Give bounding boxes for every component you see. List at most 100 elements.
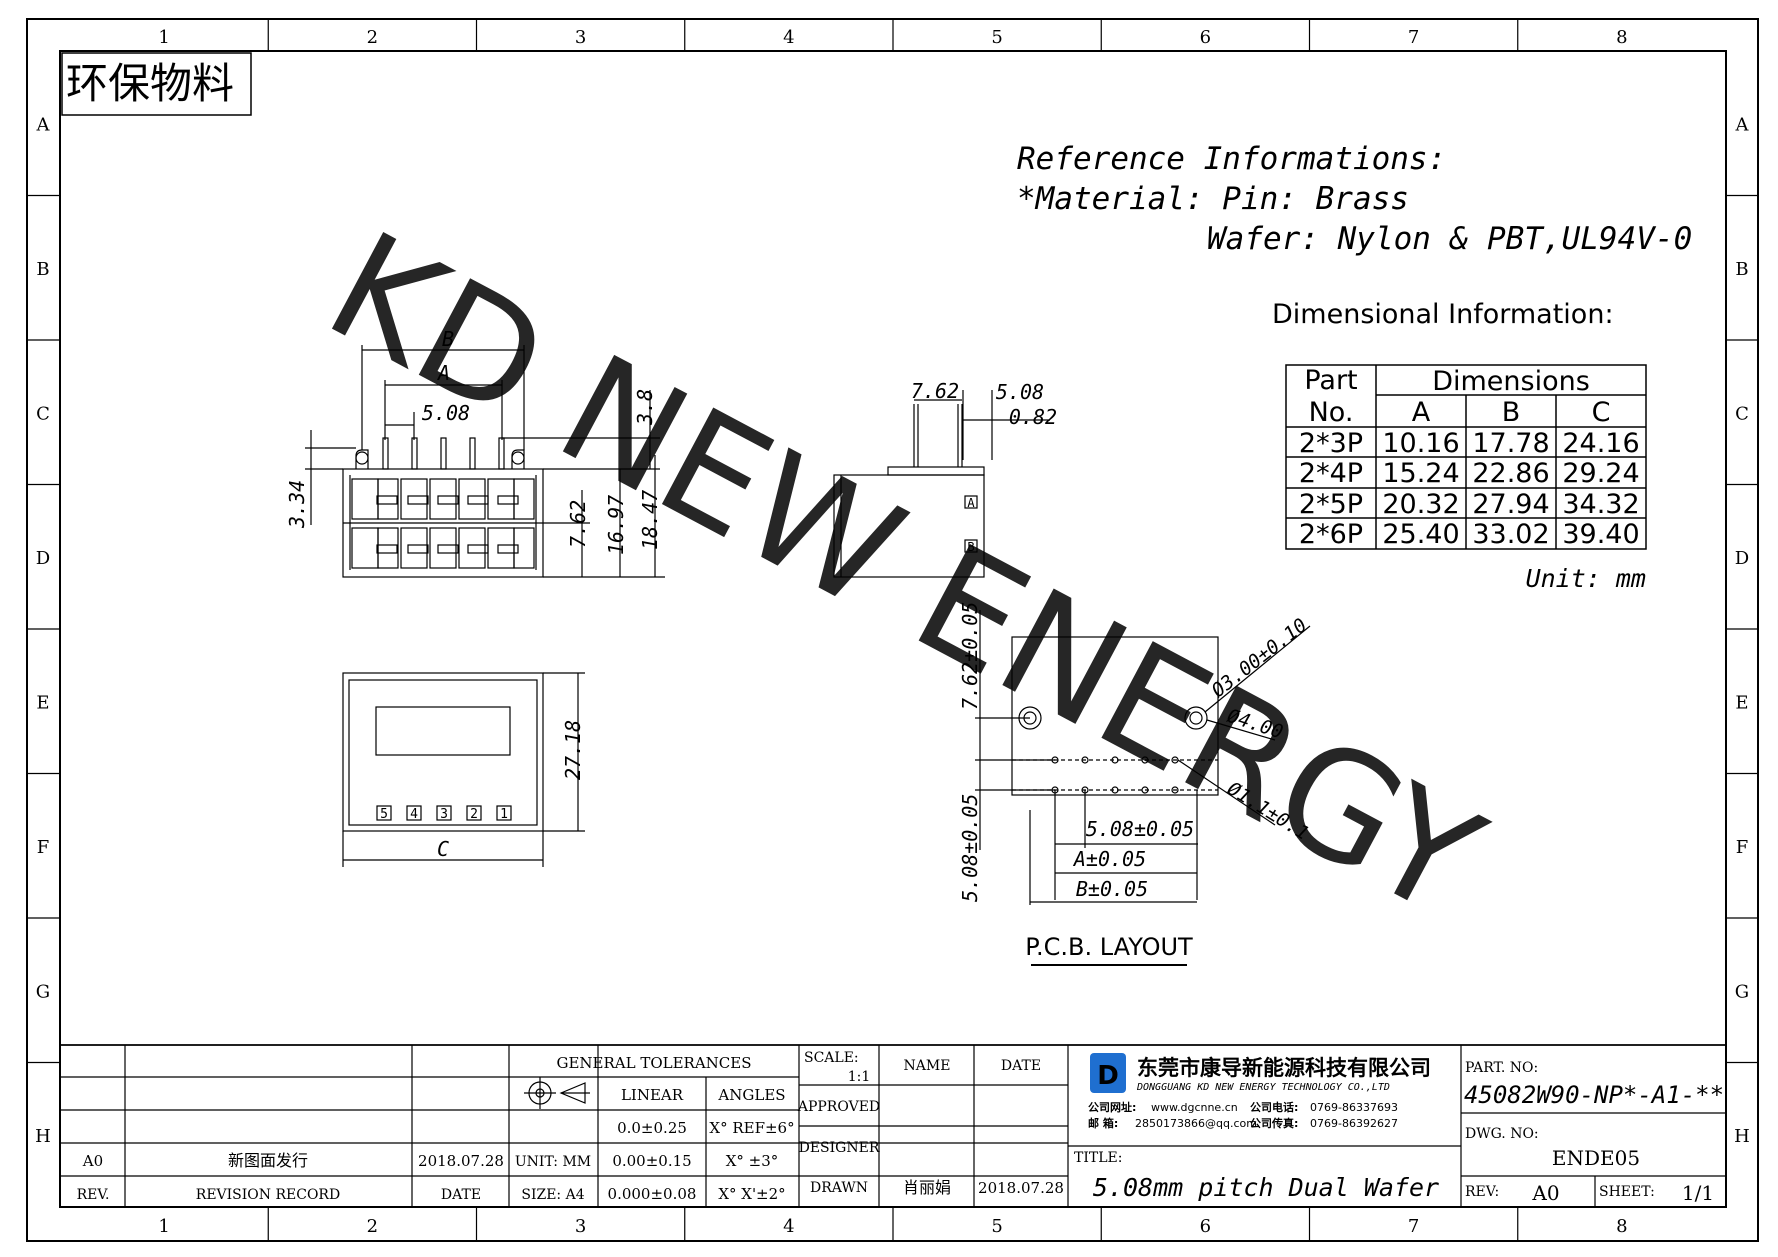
date-header: DATE bbox=[1001, 1058, 1041, 1074]
rev-label: REV: bbox=[1465, 1184, 1499, 1200]
side-mark-a: A bbox=[967, 496, 975, 510]
grid-col-top-8: 8 bbox=[1616, 27, 1627, 48]
company-name-cn: 东莞市康导新能源科技有限公司 bbox=[1137, 1056, 1431, 1080]
side-view bbox=[833, 390, 1050, 578]
side-dim-7-62: 7.62 bbox=[911, 379, 959, 403]
front-dim-18-47: 18.47 bbox=[638, 490, 662, 550]
tol-linear: LINEAR bbox=[621, 1086, 684, 1104]
dim-cell-r0-c1: 10.16 bbox=[1382, 428, 1459, 459]
bottom-view bbox=[342, 672, 585, 867]
rev-date: 2018.07.28 bbox=[418, 1152, 504, 1170]
grid-row-left-E: E bbox=[36, 692, 49, 713]
dim-cell-r0-c3: 24.16 bbox=[1562, 428, 1639, 459]
pin-label-1: 1 bbox=[500, 807, 508, 822]
side-mark-b: B bbox=[967, 540, 974, 554]
bottom-dim-c: C bbox=[437, 837, 449, 861]
reference-line-1: Reference Informations: bbox=[1017, 141, 1446, 177]
grid-row-left-A: A bbox=[36, 114, 51, 135]
pcb-dim-a: A±0.05 bbox=[1072, 847, 1146, 871]
grid-col-bottom-3: 3 bbox=[575, 1216, 586, 1237]
tel-value: 0769-86337693 bbox=[1310, 1101, 1398, 1114]
dim-cell-r3-c0: 2*6P bbox=[1299, 519, 1363, 550]
grid-row-left-H: H bbox=[35, 1126, 51, 1147]
rev-a0: A0 bbox=[82, 1152, 103, 1170]
tol-angle-3: X° X'±2° bbox=[718, 1185, 785, 1203]
hdr-c: C bbox=[1592, 397, 1611, 428]
scale-value: 1:1 bbox=[848, 1069, 871, 1085]
dim-cell-r1-c0: 2*4P bbox=[1299, 458, 1363, 489]
name-header: NAME bbox=[904, 1058, 951, 1074]
pcb-dim-b: B±0.05 bbox=[1076, 877, 1148, 901]
drawn-date: 2018.07.28 bbox=[978, 1179, 1064, 1197]
front-dim-3-8: 3.8 bbox=[633, 389, 657, 426]
tol-angle-2: X° ±3° bbox=[726, 1152, 779, 1170]
pcb-dim-7-62: 7.62±0.05 bbox=[958, 602, 982, 710]
reference-line-3: Wafer: Nylon & PBT,UL94V-0 bbox=[1207, 221, 1692, 257]
unit-label: UNIT: MM bbox=[515, 1154, 591, 1170]
part-no-label: PART. NO: bbox=[1465, 1060, 1538, 1076]
grid-col-bottom-6: 6 bbox=[1200, 1216, 1211, 1237]
drawing-title: 5.08mm pitch Dual Wafer bbox=[1093, 1173, 1439, 1202]
date-column-header: DATE bbox=[441, 1187, 481, 1203]
pcb-dim-5-08: 5.08±0.05 bbox=[958, 794, 982, 902]
revision-record-header: REVISION RECORD bbox=[196, 1187, 340, 1203]
dim-cell-r3-c1: 25.40 bbox=[1382, 519, 1459, 550]
tol-angle-1: X° REF±6° bbox=[709, 1119, 794, 1137]
dimensional-heading: Dimensional Information: bbox=[1272, 299, 1614, 330]
eco-stamp: 环保物料 bbox=[66, 59, 234, 108]
dim-cell-r1-c2: 22.86 bbox=[1472, 458, 1549, 489]
front-view bbox=[305, 345, 665, 578]
dim-cell-r0-c2: 17.78 bbox=[1472, 428, 1549, 459]
grid-col-bottom-2: 2 bbox=[367, 1216, 378, 1237]
reference-line-2: *Material: Pin: Brass bbox=[1017, 181, 1409, 217]
rev-value: A0 bbox=[1531, 1181, 1559, 1205]
grid-col-bottom-5: 5 bbox=[991, 1216, 1002, 1237]
grid-col-top-5: 5 bbox=[991, 27, 1002, 48]
grid-col-bottom-8: 8 bbox=[1616, 1216, 1627, 1237]
pin-label-4: 4 bbox=[410, 807, 418, 822]
web-value: www.dgcnne.cn bbox=[1151, 1101, 1238, 1114]
grid-row-left-F: F bbox=[37, 837, 50, 858]
dim-cell-r0-c0: 2*3P bbox=[1299, 428, 1363, 459]
grid-row-right-D: D bbox=[1735, 548, 1749, 569]
dim-cell-r2-c0: 2*5P bbox=[1299, 489, 1363, 520]
mail-value: 2850173866@qq.com bbox=[1135, 1117, 1257, 1130]
sheet-label: SHEET: bbox=[1599, 1184, 1655, 1200]
title-block-lines bbox=[60, 1044, 1726, 1207]
dim-cell-r3-c3: 39.40 bbox=[1562, 519, 1639, 550]
drawn-name: 肖丽娟 bbox=[903, 1178, 951, 1197]
sheet-value: 1/1 bbox=[1682, 1181, 1714, 1205]
size-label: SIZE: A4 bbox=[521, 1187, 584, 1203]
dim-cell-r2-c1: 20.32 bbox=[1382, 489, 1459, 520]
company-name-en: DONGGUANG KD NEW ENERGY TECHNOLOGY CO.,L… bbox=[1136, 1082, 1390, 1093]
approved-label: APPROVED bbox=[797, 1099, 880, 1115]
company-logo: D bbox=[1090, 1053, 1126, 1093]
front-dim-3-34: 3.34 bbox=[285, 480, 309, 529]
mail-label: 邮 箱: bbox=[1088, 1116, 1118, 1130]
tol-linear-3: 0.000±0.08 bbox=[608, 1185, 697, 1203]
rev-header: REV. bbox=[77, 1187, 110, 1203]
grid-row-right-H: H bbox=[1734, 1126, 1750, 1147]
dim-cell-r1-c3: 29.24 bbox=[1562, 458, 1639, 489]
tol-header: GENERAL TOLERANCES bbox=[556, 1054, 751, 1072]
drawn-label: DRAWN bbox=[810, 1180, 868, 1196]
hdr-a: A bbox=[1412, 397, 1431, 428]
side-dim-0-82: 0.82 bbox=[1009, 405, 1057, 429]
hdr-b: B bbox=[1502, 397, 1521, 428]
tol-angles: ANGLES bbox=[717, 1086, 785, 1104]
pin-label-5: 5 bbox=[380, 807, 388, 822]
grid-col-top-3: 3 bbox=[575, 27, 586, 48]
grid-col-top-2: 2 bbox=[367, 27, 378, 48]
dwg-no-label: DWG. NO: bbox=[1465, 1126, 1539, 1142]
grid-col-top-1: 1 bbox=[158, 27, 169, 48]
pcb-layout-label: P.C.B. LAYOUT bbox=[1025, 933, 1193, 961]
pin-label-2: 2 bbox=[470, 807, 478, 822]
grid-col-bottom-4: 4 bbox=[783, 1216, 794, 1237]
fax-value: 0769-86392627 bbox=[1310, 1117, 1398, 1130]
web-label: 公司网址: bbox=[1088, 1100, 1136, 1114]
grid-row-left-G: G bbox=[36, 981, 50, 1002]
grid-row-left-B: B bbox=[36, 259, 49, 280]
rev-record: 新图面发行 bbox=[228, 1151, 308, 1170]
dim-cell-r3-c2: 33.02 bbox=[1472, 519, 1549, 550]
